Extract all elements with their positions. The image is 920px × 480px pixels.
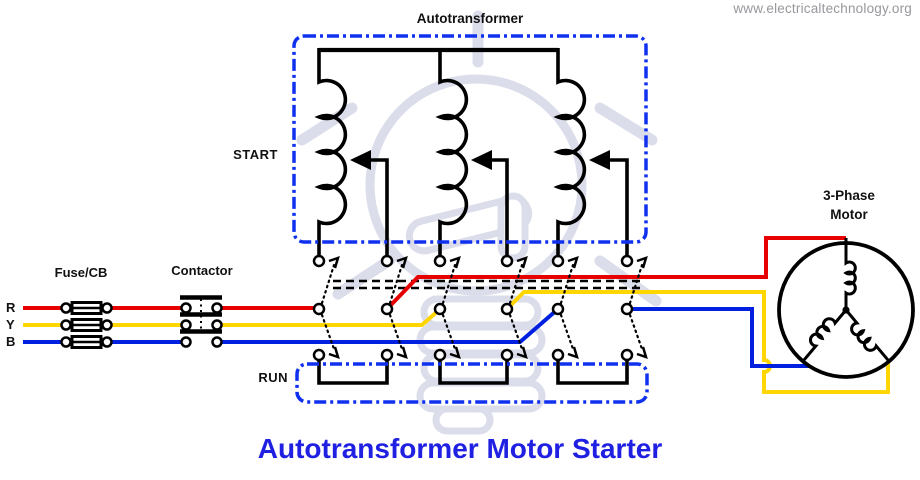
three-phase-motor (777, 238, 915, 379)
tap-arrow-icon-3 (589, 150, 610, 170)
run-label: RUN (258, 370, 288, 385)
phase-y-label: Y (6, 317, 15, 332)
contactor-label: Contactor (171, 263, 233, 278)
boundary-boxes (292, 34, 649, 404)
winding-coil-3 (553, 48, 587, 242)
tap-lead-1 (369, 158, 389, 242)
run-contact-links (317, 360, 629, 385)
motor-label-line1: 3-Phase (823, 188, 875, 203)
star-point (842, 306, 850, 314)
fuse-y (69, 318, 104, 332)
autotransformer-windings (314, 47, 629, 242)
phase-r-label: R (6, 300, 16, 315)
winding-coil-1 (314, 48, 348, 242)
fuse-r (69, 301, 104, 315)
terminal-circles (60, 254, 634, 362)
motor-label-line2: Motor (830, 207, 868, 222)
tap-arrow-icon-2 (471, 150, 492, 170)
autotransformer-label: Autotransformer (416, 11, 524, 26)
autotransformer-box (292, 34, 648, 244)
start-contact-stems (317, 242, 629, 256)
selector-arms (320, 256, 648, 359)
bulb-watermark-icon (296, 10, 662, 435)
selector-arrowheads (328, 256, 648, 359)
run-box (295, 362, 649, 404)
fuse-b (69, 335, 104, 349)
contactor-symbol (180, 295, 222, 334)
motor-winding-top (843, 238, 857, 310)
tap-lead-2 (490, 158, 509, 242)
phase-r-wire (23, 236, 846, 311)
phase-b-wire (23, 307, 809, 368)
tap-arrow-icon-1 (350, 150, 371, 170)
motor-winding-left (801, 309, 848, 363)
start-label: START (233, 147, 278, 162)
fuse-cb-label: Fuse/CB (54, 265, 108, 280)
winding-coil-2 (435, 48, 469, 242)
watermark-url: www.electricaltechnology.org (733, 1, 912, 16)
fuse-symbols (69, 301, 104, 349)
tap-lead-3 (610, 158, 629, 242)
motor-winding-right (844, 309, 891, 363)
phase-b-label: B (6, 334, 16, 349)
diagram-title: Autotransformer Motor Starter (257, 433, 663, 464)
